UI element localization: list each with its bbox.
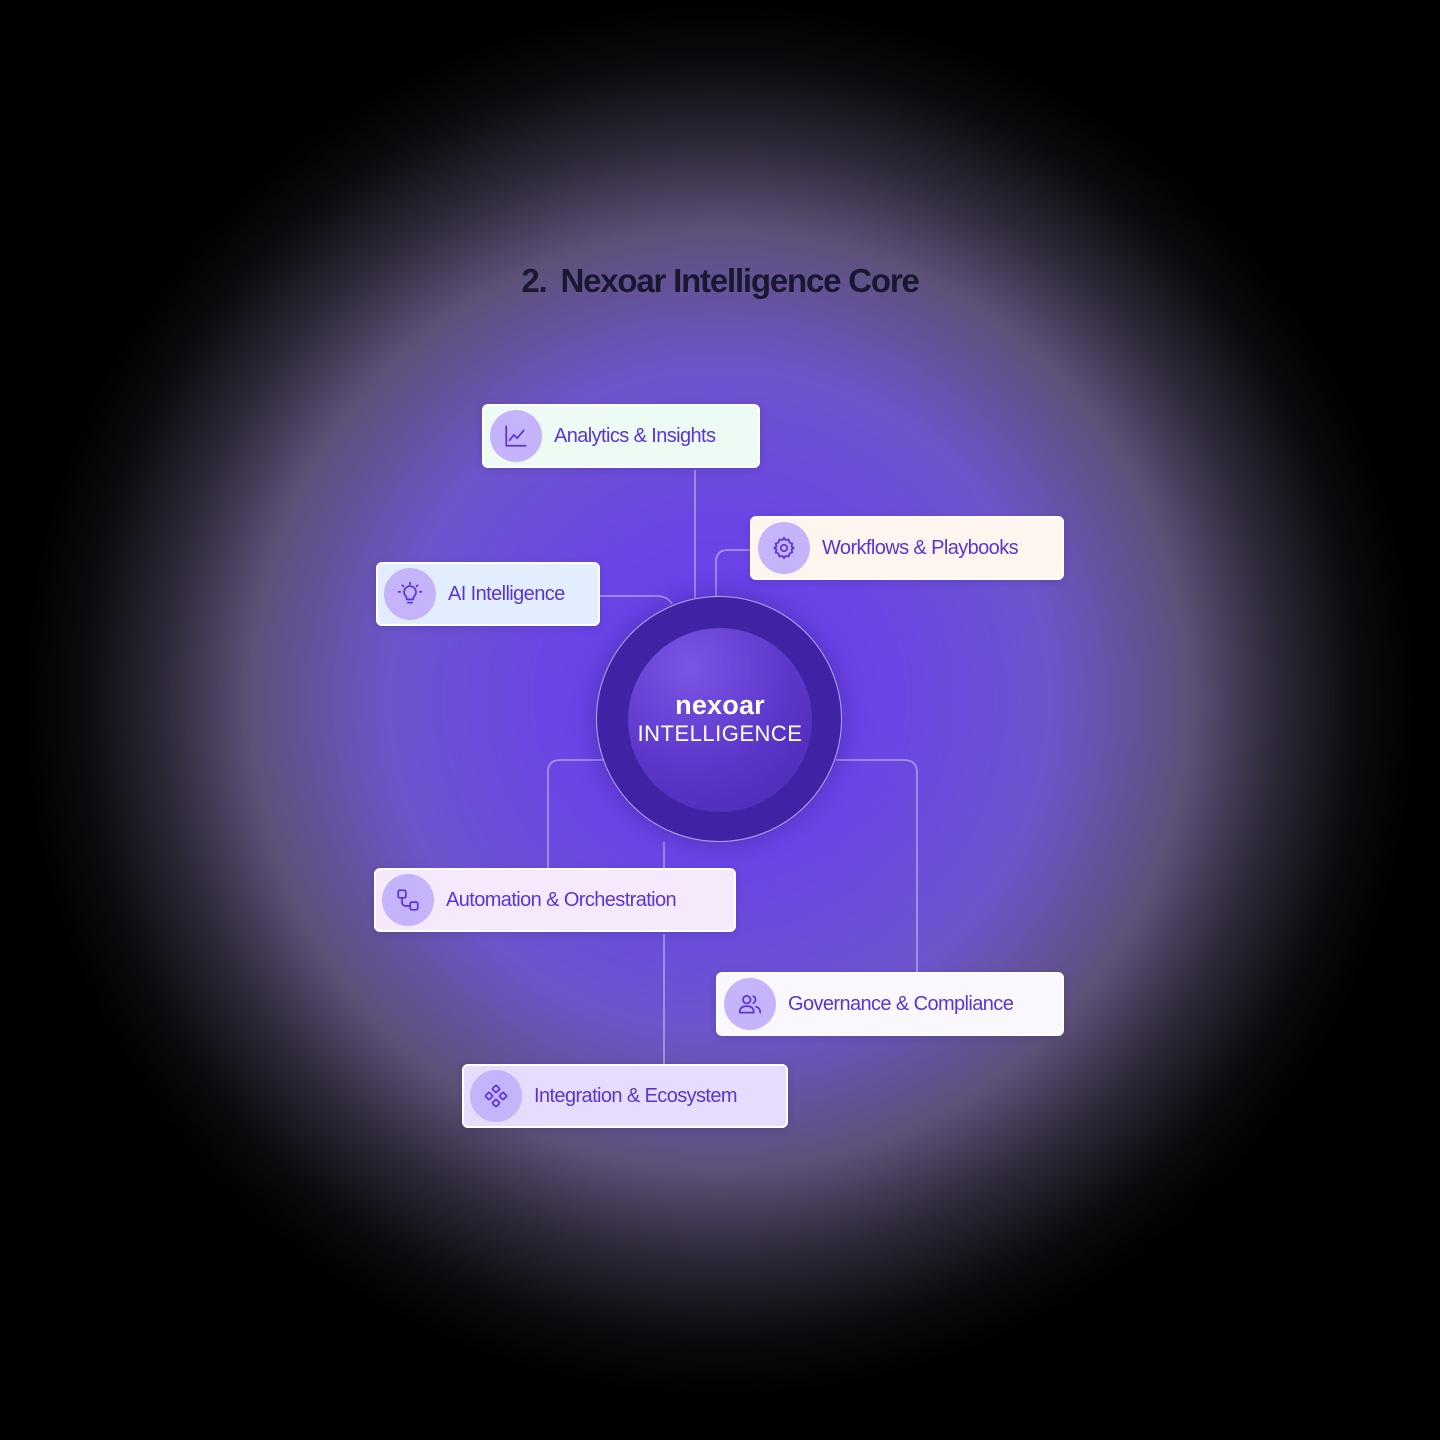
node-label: AI Intelligence <box>448 582 565 605</box>
connector-governance <box>836 759 918 974</box>
flow-nodes-icon <box>382 874 434 926</box>
title-text: Nexoar Intelligence Core <box>560 262 919 299</box>
node-ai-intelligence[interactable]: AI Intelligence <box>376 562 600 626</box>
lightbulb-icon <box>384 568 436 620</box>
node-workflows-playbooks[interactable]: Workflows & Playbooks <box>750 516 1064 580</box>
integration-icon <box>470 1070 522 1122</box>
node-label: Automation & Orchestration <box>446 888 677 911</box>
core-subtitle: INTELLIGENCE <box>637 721 803 746</box>
gear-icon <box>758 522 810 574</box>
chart-line-icon <box>490 410 542 462</box>
connector-automation-left <box>547 759 603 870</box>
title-number: 2. <box>521 262 547 299</box>
core-circle <box>628 628 812 812</box>
node-automation-orchestration[interactable]: Automation & Orchestration <box>374 868 736 932</box>
users-icon <box>724 978 776 1030</box>
node-label: Analytics & Insights <box>554 424 716 447</box>
connector-workflows <box>715 549 750 598</box>
node-analytics-insights[interactable]: Analytics & Insights <box>482 404 760 468</box>
core-brand: nexoar <box>675 690 765 720</box>
connector-ai <box>598 595 673 605</box>
page-title: 2. Nexoar Intelligence Core <box>0 262 1440 300</box>
node-governance-compliance[interactable]: Governance & Compliance <box>716 972 1064 1036</box>
node-label: Governance & Compliance <box>788 992 1014 1015</box>
node-integration-ecosystem[interactable]: Integration & Ecosystem <box>462 1064 788 1128</box>
node-label: Integration & Ecosystem <box>534 1084 738 1107</box>
node-label: Workflows & Playbooks <box>822 536 1019 559</box>
